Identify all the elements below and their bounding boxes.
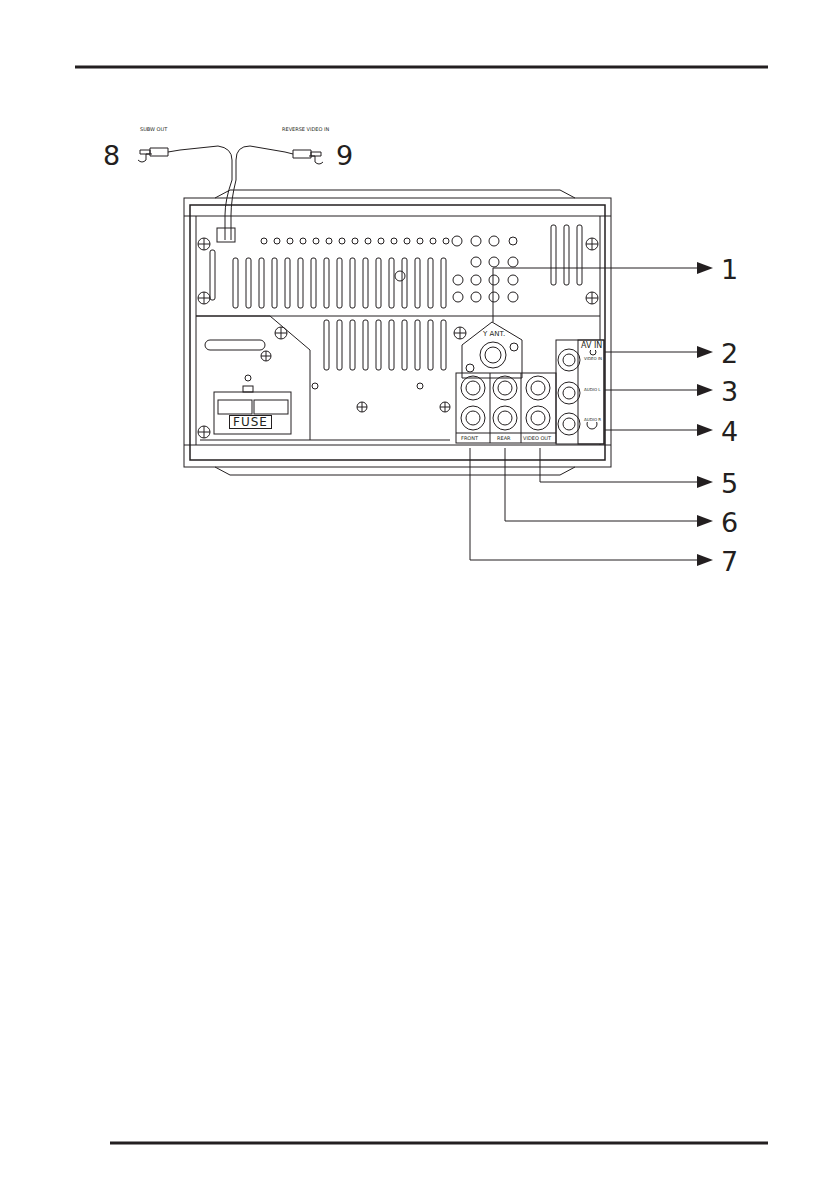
callout-number: 7: [721, 548, 738, 575]
callout-number: 6: [721, 509, 738, 536]
port-label: REAR: [497, 436, 511, 441]
port-label: VIDEO IN: [584, 357, 602, 361]
callout-number: 1: [721, 256, 738, 283]
port-label: AUDIO L: [584, 388, 601, 392]
wire-label: SUBW OUT: [140, 127, 167, 132]
callout-number: 3: [721, 378, 738, 405]
port-label: VIDEO OUT: [523, 436, 551, 441]
port-label: FRONT: [461, 436, 478, 441]
callout-number: 2: [721, 340, 738, 367]
fuse-label: FUSE: [229, 415, 272, 429]
port-label: Y ANT.: [483, 331, 505, 338]
port-label: AV IN: [581, 342, 602, 350]
callout-number: 4: [721, 418, 738, 445]
wire-label: REVERSE VIDEO IN: [282, 127, 329, 132]
callout-number: 5: [721, 470, 738, 497]
port-label: AUDIO R: [584, 418, 601, 422]
callout-number: 8: [103, 142, 120, 169]
callout-number: 9: [336, 142, 353, 169]
